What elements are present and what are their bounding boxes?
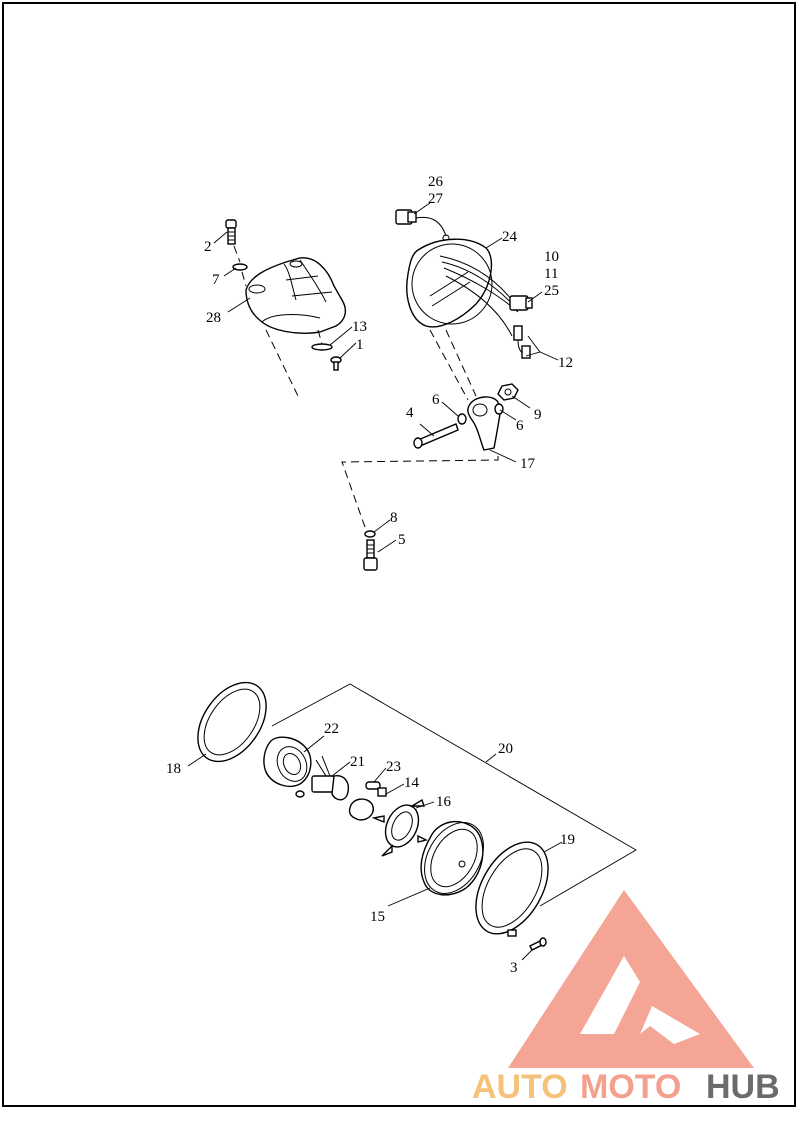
part-screw-3	[529, 937, 547, 951]
label-27: 27	[428, 191, 444, 207]
label-28: 28	[206, 310, 221, 326]
label-19: 19	[560, 832, 575, 848]
label-5: 5	[398, 532, 406, 548]
page-border	[2, 2, 796, 1107]
part-socket-22	[263, 736, 312, 788]
label-20: 20	[498, 741, 513, 757]
label-15: 15	[370, 909, 385, 925]
logo-inner-notch	[640, 1006, 700, 1044]
label-14: 14	[404, 775, 420, 791]
part-screw-1	[330, 356, 342, 371]
automotohub-watermark-logo: AUTO MOTO HUB	[472, 890, 780, 1106]
callout-labels: 2 7 28 13 1 26 27 24 10 11 25 12 9 6 6 4…	[166, 174, 575, 976]
part-bulb-23	[365, 781, 381, 790]
label-11: 11	[544, 266, 558, 282]
label-13: 13	[352, 319, 367, 335]
label-10: 10	[544, 249, 559, 265]
label-7: 7	[212, 272, 220, 288]
part-ring-18	[197, 681, 267, 763]
label-8: 8	[390, 510, 398, 526]
label-12: 12	[558, 355, 573, 371]
part-bolt-4	[413, 423, 459, 449]
part-washer-8	[364, 530, 376, 538]
label-9: 9	[534, 407, 542, 423]
part-cover-28	[245, 257, 347, 334]
part-bracket-17	[467, 396, 501, 451]
part-gasket-13	[311, 343, 333, 351]
label-4: 4	[406, 405, 414, 421]
label-6a: 6	[432, 392, 440, 408]
logo-text-moto: MOTO	[580, 1068, 681, 1106]
label-24: 24	[502, 229, 518, 245]
part-socket-14	[348, 787, 387, 821]
label-17: 17	[520, 456, 536, 472]
label-3: 3	[510, 960, 518, 976]
part-retainer-16	[371, 798, 429, 857]
label-21: 21	[350, 754, 365, 770]
label-18: 18	[166, 761, 181, 777]
logo-inner-cutout	[580, 956, 640, 1034]
part-trim-ring-19	[475, 841, 549, 937]
part-washer-7	[232, 263, 248, 271]
label-25: 25	[544, 283, 559, 299]
part-lamp-15	[420, 820, 484, 896]
assembly-bracket-20	[271, 683, 637, 907]
label-2: 2	[204, 239, 212, 255]
part-screw-5	[363, 539, 378, 571]
leader-lines	[187, 202, 563, 961]
label-16: 16	[436, 794, 452, 810]
part-washer-6b	[494, 403, 504, 415]
part-connector-26-27	[395, 209, 450, 242]
label-6b: 6	[516, 418, 524, 434]
label-26: 26	[428, 174, 444, 190]
logo-text-hub: HUB	[706, 1068, 780, 1106]
part-bulb-21	[295, 755, 350, 801]
part-connectors-10-11-25	[509, 295, 533, 359]
label-1: 1	[356, 337, 364, 353]
part-housing-24	[406, 238, 519, 337]
part-washer-6a	[457, 413, 467, 425]
label-22: 22	[324, 721, 339, 737]
part-screw-2	[225, 219, 237, 245]
part-nut-9	[497, 383, 519, 401]
logo-text-auto: AUTO	[472, 1068, 568, 1106]
label-23: 23	[386, 759, 401, 775]
